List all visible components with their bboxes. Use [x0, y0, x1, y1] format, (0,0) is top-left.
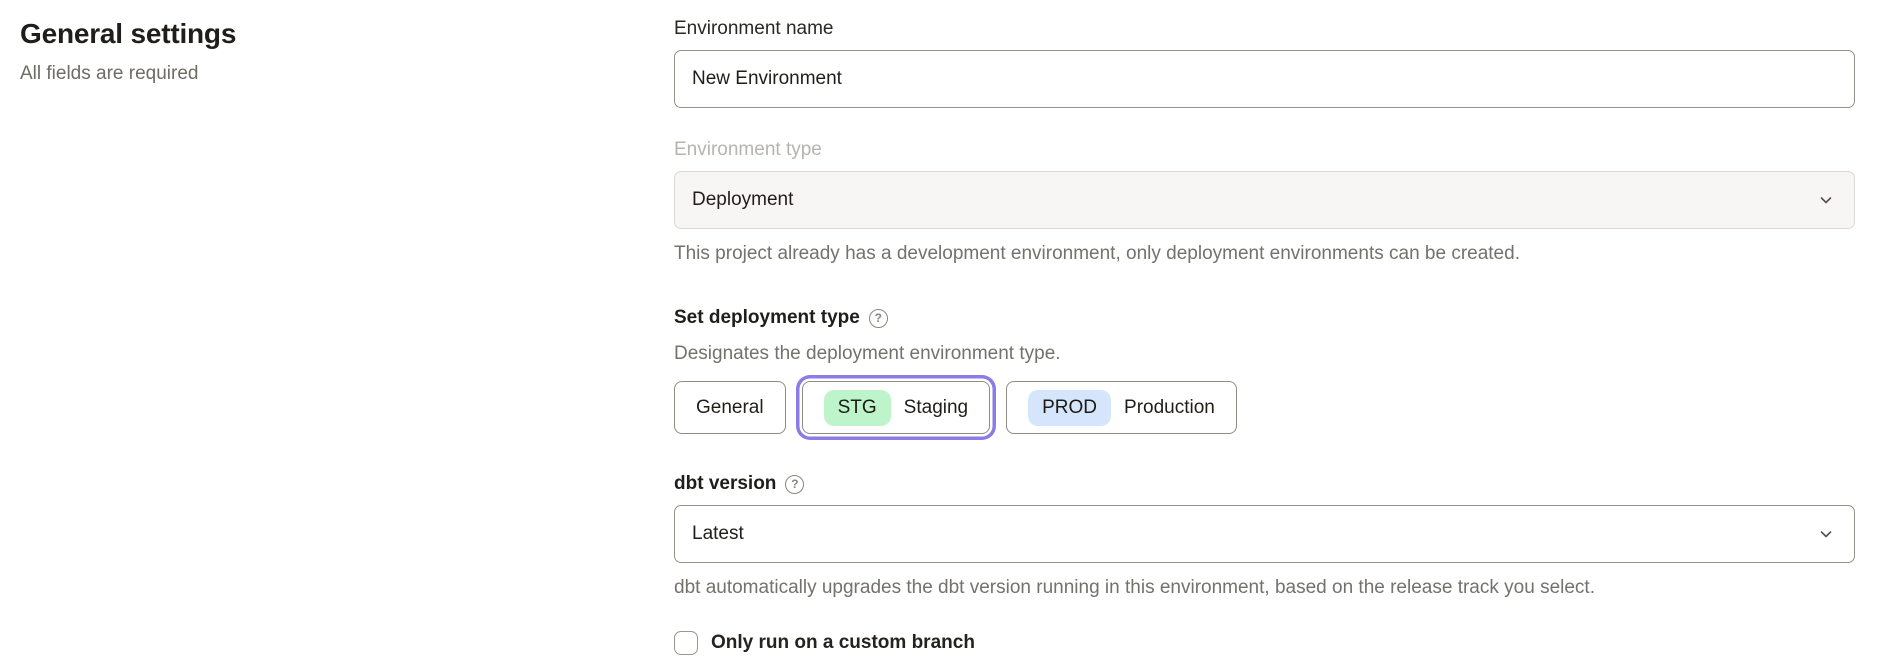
dbt-version-helper: dbt automatically upgrades the dbt versi… [674, 577, 1595, 598]
custom-branch-label[interactable]: Only run on a custom branch [711, 632, 975, 653]
deployment-type-staging-label: Staging [903, 396, 969, 418]
dbt-version-select[interactable]: Latest [674, 505, 1855, 563]
deployment-type-label: Set deployment type [674, 307, 860, 328]
deployment-type-general-label: General [696, 396, 764, 418]
deployment-type-helper: Designates the deployment environment ty… [674, 343, 1061, 364]
deployment-type-general-button[interactable]: General [674, 381, 786, 434]
chevron-down-icon [1818, 192, 1834, 208]
help-icon[interactable]: ? [868, 308, 888, 328]
deployment-type-production-label: Production [1124, 396, 1215, 418]
staging-badge: STG [823, 389, 891, 426]
environment-type-value: Deployment [692, 189, 794, 210]
custom-branch-checkbox[interactable] [674, 631, 698, 655]
dbt-version-label: dbt version [674, 473, 777, 494]
environment-name-input[interactable] [674, 50, 1855, 108]
environment-type-label: Environment type [674, 139, 822, 160]
deployment-type-heading-row: Set deployment type ? [674, 306, 1855, 330]
environment-name-label: Environment name [674, 18, 834, 39]
environment-form: Environment name Environment type Deploy… [674, 17, 1855, 655]
page-title: General settings [20, 18, 237, 49]
chevron-down-icon [1818, 526, 1834, 542]
environment-type-helper: This project already has a development e… [674, 243, 1520, 264]
deployment-type-production-button[interactable]: PROD Production [1006, 381, 1237, 434]
deployment-type-staging-button[interactable]: STG Staging [801, 381, 991, 434]
deployment-type-options: General STG Staging PROD Production [674, 381, 1855, 434]
dbt-version-heading-row: dbt version ? [674, 472, 1855, 496]
dbt-version-value: Latest [692, 523, 744, 544]
custom-branch-row: Only run on a custom branch [674, 631, 1855, 655]
section-intro: General settings All fields are required [20, 16, 580, 86]
production-badge: PROD [1028, 389, 1112, 426]
page-subtitle: All fields are required [20, 63, 199, 84]
environment-type-select[interactable]: Deployment [674, 171, 1855, 229]
help-icon[interactable]: ? [785, 474, 805, 494]
